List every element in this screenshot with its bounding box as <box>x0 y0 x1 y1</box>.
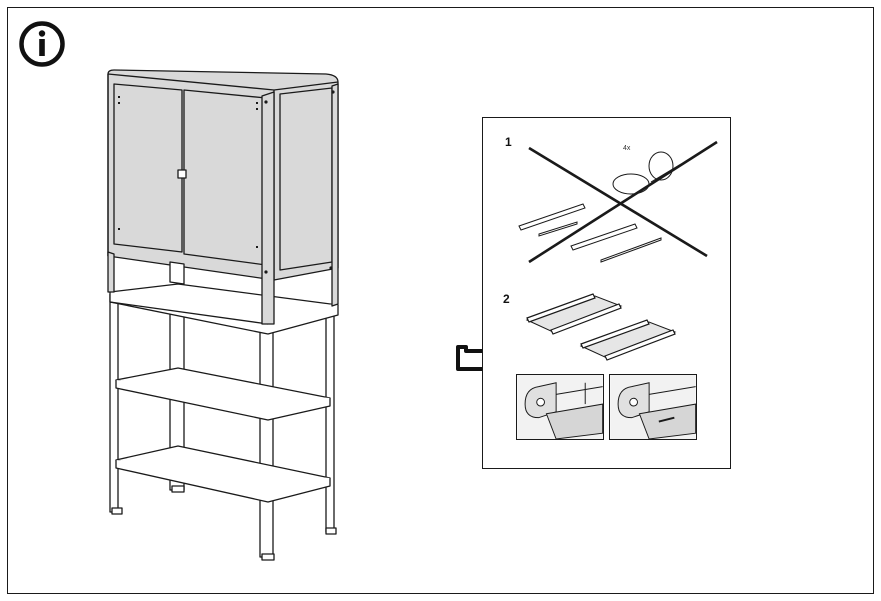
step-2-rails-illustration <box>525 293 677 361</box>
detail-view-left <box>516 374 604 440</box>
quantity-label: 4x <box>623 145 631 152</box>
step-1-crossed-out-illustration <box>518 140 718 264</box>
page-frame <box>7 7 874 594</box>
step-1-number: 1 <box>505 135 512 149</box>
step-2-number: 2 <box>503 292 510 306</box>
instruction-panel: 1 4x 2 <box>482 117 731 469</box>
cabinet-on-shelf-illustration <box>107 69 339 561</box>
detail-view-right <box>609 374 697 440</box>
info-icon <box>19 21 65 67</box>
